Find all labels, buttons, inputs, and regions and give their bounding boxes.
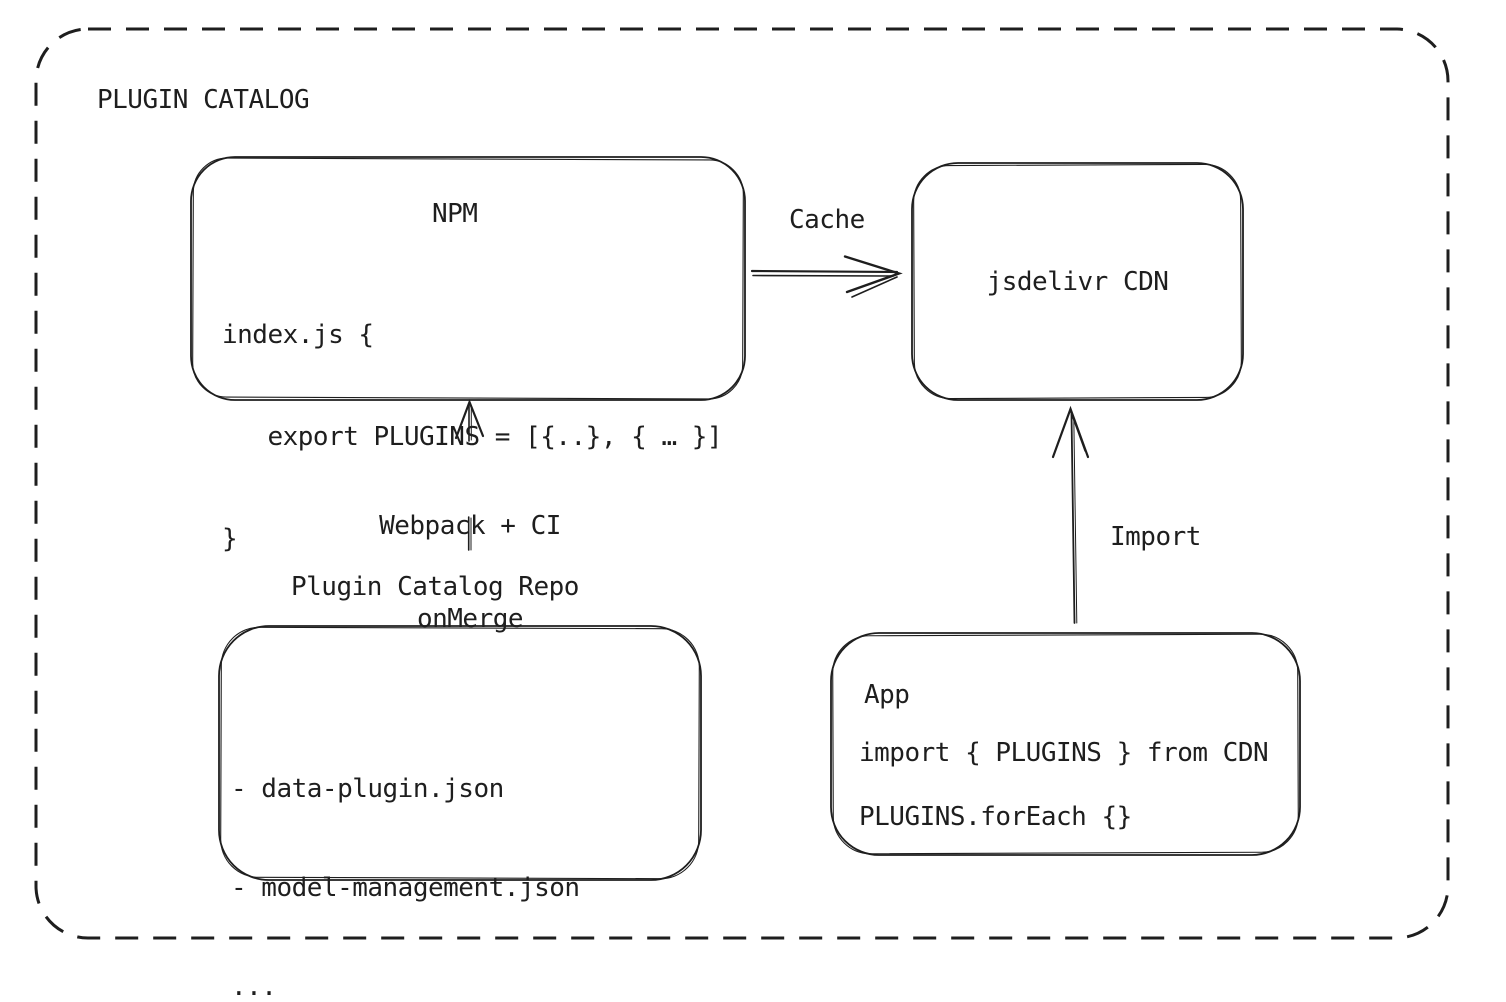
repo-file-list: - data-plugin.json - model-management.js… — [231, 707, 580, 1002]
repo-box-outline — [219, 626, 701, 880]
npm-code-block: index.js { export PLUGINS = [{..}, { … }… — [222, 250, 723, 624]
app-box-outline — [831, 633, 1300, 855]
cache-arrowhead-sketch — [852, 277, 897, 297]
repo-file-item: - data-plugin.json — [231, 774, 504, 804]
npm-box-shape — [191, 157, 745, 400]
import-arrowhead — [1053, 409, 1088, 457]
cache-arrowhead — [845, 257, 899, 293]
npm-code-line: } — [222, 524, 238, 554]
webpack-arrow — [456, 402, 483, 550]
catalog-boundary — [36, 29, 1448, 938]
app-box-title: App — [864, 680, 910, 710]
catalog-title: PLUGIN CATALOG — [97, 85, 310, 115]
cache-arrow-line-sketch — [753, 276, 893, 277]
npm-code-line: export PLUGINS = [{..}, { … }] — [222, 422, 723, 452]
webpack-arrowhead — [456, 402, 483, 438]
cdn-box-label: jsdelivr CDN — [986, 267, 1169, 297]
cache-arrow-label: Cache — [789, 205, 865, 235]
npm-code-line: index.js { — [222, 320, 374, 350]
import-arrow-label: Import — [1110, 522, 1201, 552]
app-box-outline-sketch — [833, 634, 1299, 854]
import-arrow-shaft — [1072, 414, 1075, 623]
repo-file-item: ... — [231, 972, 277, 1002]
cdn-box-outline-sketch — [913, 164, 1241, 398]
import-arrow-shaft-sketch — [1074, 418, 1077, 623]
import-arrow — [1053, 409, 1088, 623]
webpack-arrow-label-line: onMerge — [416, 604, 524, 634]
repo-file-item: - model-management.json — [231, 873, 580, 903]
repo-box-shape — [219, 626, 701, 880]
app-code-line: import { PLUGINS } from CDN — [859, 738, 1269, 768]
cdn-box-outline — [912, 163, 1243, 400]
app-code-line: PLUGINS.forEach {} — [859, 802, 1132, 832]
webpack-arrow-label: Webpack + CI onMerge — [370, 449, 570, 697]
repo-box-outline-sketch — [221, 627, 700, 879]
npm-box-outline-sketch — [193, 158, 744, 399]
app-box-shape — [831, 633, 1300, 855]
cdn-box-shape — [912, 163, 1243, 400]
webpack-arrow-label-line: Webpack + CI — [379, 511, 561, 541]
cache-arrow — [752, 257, 899, 298]
import-arrowhead-sketch — [1071, 411, 1086, 451]
repo-box-label: Plugin Catalog Repo — [291, 572, 579, 602]
catalog-boundary-rect — [36, 29, 1448, 938]
npm-box-outline — [191, 157, 745, 400]
npm-box-title: NPM — [432, 199, 478, 229]
cache-arrow-line — [752, 271, 897, 272]
